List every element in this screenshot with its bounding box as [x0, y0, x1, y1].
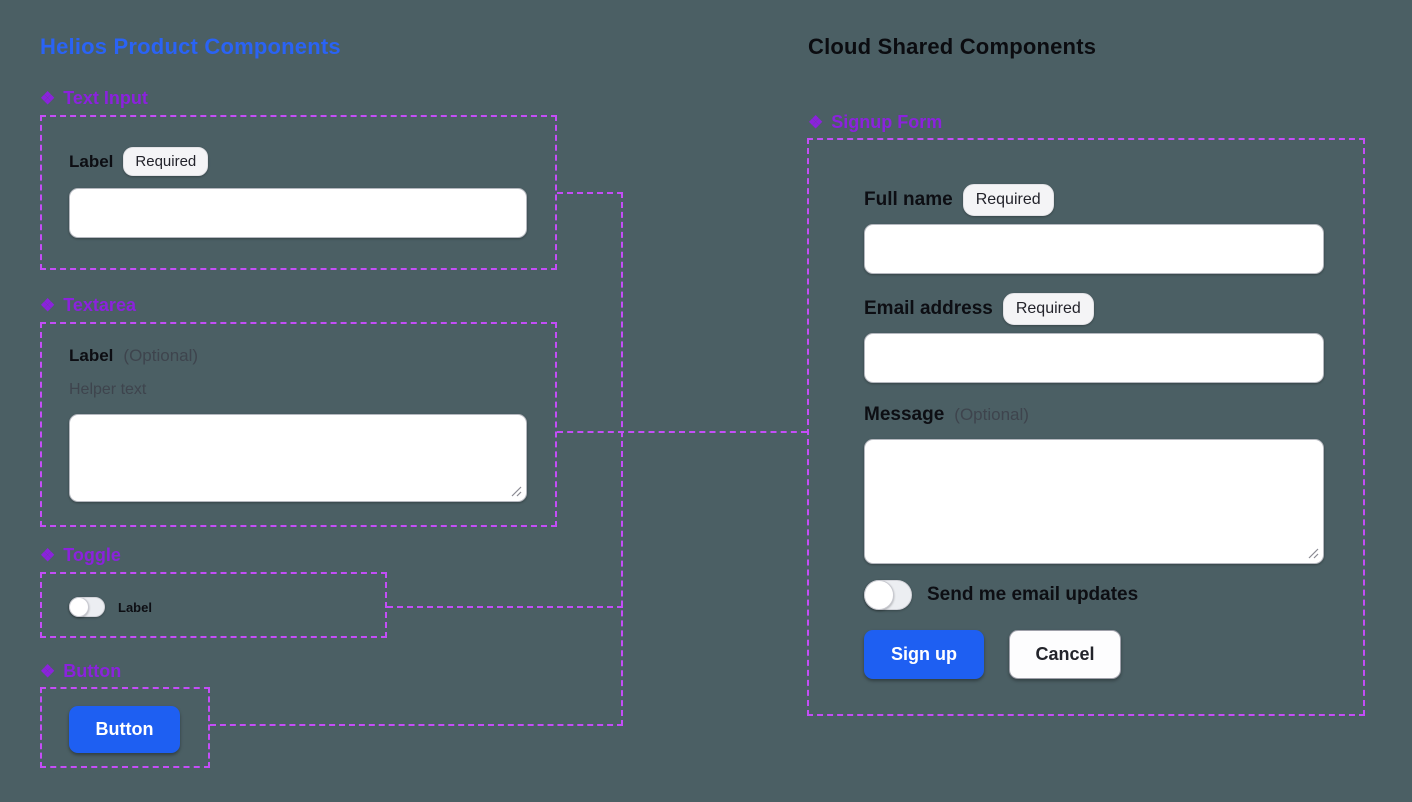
field-label: Label	[69, 151, 114, 171]
connector-button	[210, 724, 623, 726]
signup-form-box: Full name Required Email address Require…	[807, 138, 1365, 716]
component-diamond-icon: ❖	[40, 296, 56, 315]
section-header-button: ❖ Button	[40, 661, 121, 682]
section-header-signup-form: ❖ Signup Form	[808, 112, 942, 133]
required-badge: Required	[123, 147, 209, 176]
component-diamond-icon: ❖	[40, 662, 56, 681]
toggle-knob	[69, 597, 89, 617]
email-updates-label: Send me email updates	[927, 584, 1139, 605]
message-textarea-wrap	[864, 439, 1324, 564]
text-input-label-row: Label Required	[69, 147, 209, 176]
required-badge: Required	[1002, 293, 1094, 326]
sample-button[interactable]: Button	[69, 706, 180, 753]
component-diamond-icon: ❖	[808, 113, 824, 132]
cloud-title: Cloud Shared Components	[808, 34, 1097, 59]
text-input-field[interactable]	[69, 188, 527, 238]
field-label: Message	[864, 404, 945, 425]
section-header-label: Textarea	[63, 295, 136, 315]
email-input[interactable]	[864, 333, 1324, 383]
field-label: Label	[69, 346, 114, 365]
component-box-text-input: Label Required	[40, 115, 557, 270]
toggle-label: Label	[118, 600, 152, 615]
component-box-textarea: Label (Optional) Helper text	[40, 322, 557, 527]
component-diamond-icon: ❖	[40, 546, 56, 565]
email-updates-toggle[interactable]	[864, 580, 912, 610]
connector-text-input	[557, 192, 623, 194]
component-diamond-icon: ❖	[40, 89, 56, 108]
cancel-button[interactable]: Cancel	[1009, 630, 1121, 679]
section-header-label: Text Input	[63, 88, 148, 108]
message-label-row: Message (Optional)	[864, 404, 1029, 426]
section-header-textarea: ❖ Textarea	[40, 295, 136, 316]
full-name-label-row: Full name Required	[864, 184, 1054, 217]
textarea-wrap	[69, 414, 527, 502]
helios-title: Helios Product Components	[40, 34, 341, 59]
section-header-toggle: ❖ Toggle	[40, 545, 121, 566]
section-header-label: Signup Form	[831, 112, 943, 132]
optional-label: (Optional)	[954, 405, 1029, 424]
textarea-field[interactable]	[69, 414, 527, 502]
email-label-row: Email address Required	[864, 293, 1094, 326]
section-header-text-input: ❖ Text Input	[40, 88, 148, 109]
connector-textarea-to-form	[557, 431, 807, 433]
helper-text: Helper text	[69, 381, 147, 398]
full-name-input[interactable]	[864, 224, 1324, 274]
toggle-knob	[864, 580, 894, 610]
section-header-label: Button	[63, 661, 122, 681]
component-box-toggle: Label	[40, 572, 387, 638]
connector-toggle	[387, 606, 623, 608]
component-box-button: Button	[40, 687, 210, 768]
message-textarea[interactable]	[864, 439, 1324, 564]
field-label: Full name	[864, 189, 953, 211]
optional-label: (Optional)	[123, 346, 199, 365]
toggle-switch[interactable]	[69, 597, 105, 617]
textarea-label-row: Label (Optional)	[69, 346, 198, 366]
connector-trunk	[621, 192, 623, 726]
sign-up-button[interactable]: Sign up	[864, 630, 984, 679]
required-badge: Required	[962, 184, 1054, 217]
field-label: Email address	[864, 298, 993, 320]
section-header-label: Toggle	[63, 545, 121, 565]
